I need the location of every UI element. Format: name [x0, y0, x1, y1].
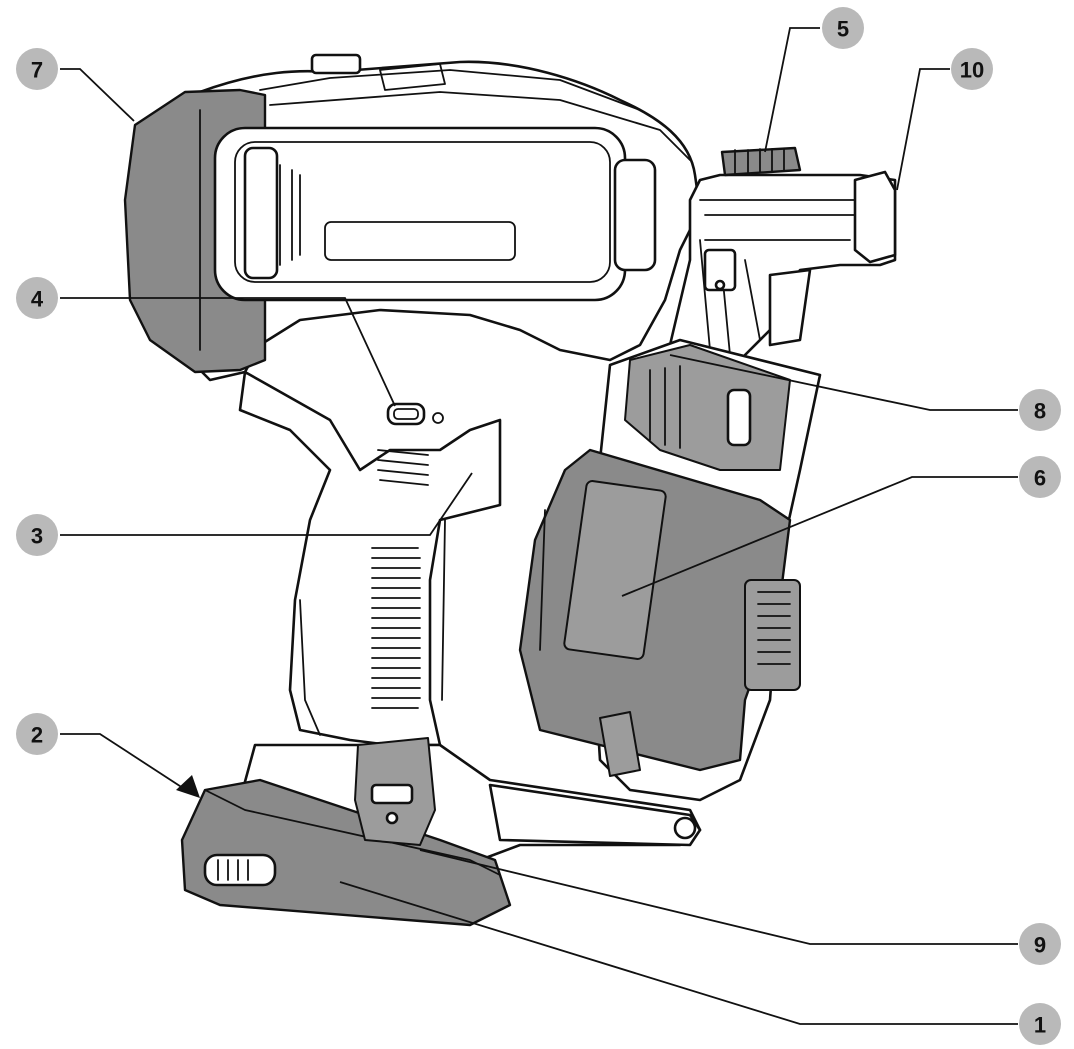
callout-8: 8: [1019, 389, 1061, 431]
callout-4-label: 4: [31, 287, 44, 312]
leader-10: [896, 68, 950, 191]
leader-1: [339, 881, 1018, 1025]
side-grip-ribs: [279, 164, 301, 266]
callout-6: 6: [1019, 456, 1061, 498]
callout-7: 7: [16, 48, 58, 90]
handle: [238, 370, 502, 747]
callout-9-label: 9: [1034, 933, 1046, 958]
arm-pivot: [673, 816, 697, 840]
battery: [180, 778, 512, 927]
lock-symbol: [432, 412, 444, 424]
top-rail: [259, 69, 641, 111]
callout-5-label: 5: [837, 17, 849, 42]
callout-2: 2: [16, 713, 58, 755]
top-knob: [310, 53, 362, 75]
leader-9: [419, 849, 1018, 945]
callout-10-label: 10: [960, 58, 984, 83]
battery-release-ribs: [217, 859, 249, 881]
callout-10: 10: [951, 48, 993, 90]
base-arm: [488, 783, 702, 847]
leader-2-arrowhead: [176, 775, 200, 798]
callout-2-label: 2: [31, 723, 43, 748]
nose-arm: [768, 268, 812, 347]
side-panel-inner: [234, 141, 611, 283]
depth-wheel-ribs: [734, 148, 785, 174]
callout-4: 4: [16, 277, 58, 319]
callout-1: 1: [1019, 1003, 1061, 1045]
battery-release: [203, 853, 277, 887]
nose-tip: [853, 170, 897, 264]
magazine-bottom-clip: [599, 711, 641, 777]
handle-edge-left: [299, 599, 321, 736]
handle-edge-right: [441, 519, 446, 701]
depth-adjust-wheel: [720, 146, 802, 177]
side-slot-left: [243, 146, 279, 280]
nailer-illustration: [123, 53, 897, 927]
mode-switch-inner: [393, 408, 419, 420]
callout-3-label: 3: [31, 524, 43, 549]
callout-8-label: 8: [1034, 399, 1046, 424]
top-rail-2: [269, 91, 691, 161]
magazine-latch-ribs: [757, 591, 791, 665]
callout-9: 9: [1019, 923, 1061, 965]
leader-2: [60, 733, 187, 791]
callout-1-label: 1: [1034, 1013, 1046, 1038]
belt-hook-clip: [370, 783, 414, 805]
belt-hook-screw: [385, 811, 399, 825]
callout-6-label: 6: [1034, 466, 1046, 491]
leader-8: [669, 354, 1018, 411]
leader-4: [60, 297, 396, 407]
top-vent-1: [379, 63, 446, 91]
upper-grip-ribs: [377, 449, 429, 486]
magazine-latch: [744, 579, 801, 691]
magazine-top-slot: [726, 388, 752, 447]
magazine-cover-slot: [539, 509, 546, 651]
handle-grip-ribs: [371, 547, 421, 709]
leader-3: [60, 472, 473, 536]
leader-5: [764, 27, 820, 153]
leader-lines: [60, 27, 1018, 1025]
magazine-cover-label: [563, 480, 667, 660]
callout-7-label: 7: [31, 58, 43, 83]
magazine-top-ribs: [649, 365, 681, 449]
callout-3: 3: [16, 514, 58, 556]
side-panel-label: [324, 221, 516, 261]
nose-screw: [714, 279, 726, 291]
leader-6: [621, 476, 1018, 597]
leader-7: [60, 68, 135, 122]
side-slot-right: [613, 158, 657, 272]
callout-5: 5: [822, 7, 864, 49]
battery-top: [204, 789, 501, 876]
